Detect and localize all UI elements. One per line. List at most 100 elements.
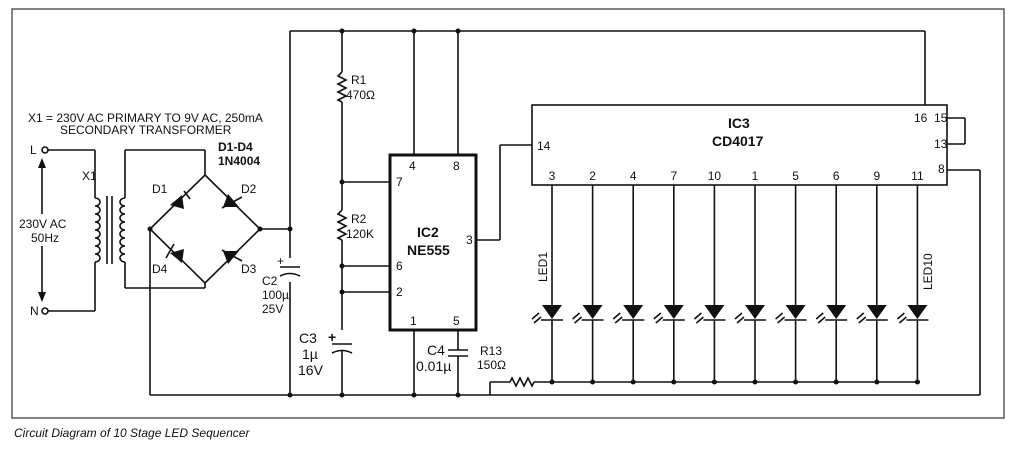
resistor-r1: R1 470Ω xyxy=(336,31,375,182)
ic3-output-pin-label: 4 xyxy=(630,169,637,183)
ic3-output-pin-label: 10 xyxy=(708,169,722,183)
ic2-ne555: 4 8 7 6 2 3 1 5 IC2 NE555 xyxy=(388,31,532,395)
input-frequency-label: 50Hz xyxy=(31,231,59,245)
led-light-arrow xyxy=(775,312,784,320)
junction-dot xyxy=(630,379,636,385)
ic2-pin-6: 6 xyxy=(396,259,403,273)
junction-dot xyxy=(833,379,839,385)
ic2-pin-4: 4 xyxy=(409,159,416,173)
led-light-arrow xyxy=(655,316,664,324)
diagram-caption: Circuit Diagram of 10 Stage LED Sequence… xyxy=(14,426,250,440)
ic3-pin-8: 8 xyxy=(938,162,945,176)
led-diode xyxy=(785,305,806,319)
junction-dot xyxy=(874,379,880,385)
resistor-r2: R2 120K xyxy=(336,182,374,330)
led-light-arrow xyxy=(736,316,745,324)
ic2-part: NE555 xyxy=(407,242,450,258)
bridge-rectifier: D1-D4 1N4004 D1 D2 D4 D3 xyxy=(147,140,263,285)
led-light-arrow xyxy=(858,316,867,324)
led-last-label: LED10 xyxy=(921,253,935,290)
led-diode xyxy=(907,305,928,319)
junction-dot xyxy=(590,379,596,385)
input-voltage-label: 230V AC xyxy=(19,217,67,231)
d2-label: D2 xyxy=(241,182,257,196)
led-light-arrow xyxy=(533,316,542,324)
ic2-name: IC2 xyxy=(417,224,439,240)
r2-value: 120K xyxy=(346,227,374,241)
ic3-output-pin-label: 6 xyxy=(833,169,840,183)
led-array xyxy=(531,185,929,385)
c3-value: 1µ xyxy=(302,346,318,362)
c2-voltage: 25V xyxy=(262,302,283,316)
capacitor-c3: + C3 1µ 16V xyxy=(298,329,353,395)
led-light-arrow xyxy=(777,316,786,324)
c3-name: C3 xyxy=(299,330,317,346)
led-light-arrow xyxy=(695,316,704,324)
ic3-part: CD4017 xyxy=(712,133,764,149)
ic2-pin-8: 8 xyxy=(453,159,460,173)
ac-input: L N 230V AC 50Hz xyxy=(17,143,96,318)
junction-dot xyxy=(793,379,799,385)
c2-plus: + xyxy=(277,254,284,268)
led-light-arrow xyxy=(531,312,540,320)
led-diode xyxy=(704,305,725,319)
c4-name: C4 xyxy=(427,342,445,358)
ic3-pin-14: 14 xyxy=(537,139,551,153)
terminal-l-label: L xyxy=(30,143,37,157)
led-light-arrow xyxy=(815,312,824,320)
junction-dot xyxy=(549,379,555,385)
led-light-arrow xyxy=(653,312,662,320)
capacitor-c4: C4 0.01µ xyxy=(416,342,468,395)
led-light-arrow xyxy=(898,316,907,324)
ic3-pin-16: 16 xyxy=(914,111,928,125)
r1-name: R1 xyxy=(351,73,367,87)
ic2-pin-2: 2 xyxy=(396,285,403,299)
ic3-output-pin-label: 3 xyxy=(549,169,556,183)
ic3-output-pin-label: 11 xyxy=(911,169,924,183)
led-light-arrow xyxy=(734,312,743,320)
led-diode xyxy=(826,305,847,319)
led-first-label: LED1 xyxy=(536,252,550,282)
resistor-r13: R13 150Ω xyxy=(477,344,920,395)
led-light-arrow xyxy=(693,312,702,320)
r13-name: R13 xyxy=(480,344,502,358)
c4-value: 0.01µ xyxy=(416,358,451,374)
led-light-arrow xyxy=(856,312,865,320)
c2-value: 100µ xyxy=(262,288,289,302)
junction-dot xyxy=(711,379,717,385)
led-diode xyxy=(623,305,644,319)
ic2-pin-5: 5 xyxy=(453,314,460,328)
ic3-output-pin-label: 1 xyxy=(752,169,759,183)
ic3-name: IC3 xyxy=(728,115,750,131)
led-light-arrow xyxy=(614,316,623,324)
led-diode xyxy=(663,305,684,319)
ic2-pin-7: 7 xyxy=(396,175,403,189)
junction-dot xyxy=(752,379,758,385)
ic2-pin-1: 1 xyxy=(410,314,417,328)
ic3-output-pin-label: 2 xyxy=(589,169,596,183)
ic3-output-pin-label: 9 xyxy=(873,169,880,183)
capacitor-c2: + C2 100µ 25V xyxy=(262,254,301,316)
led-diode xyxy=(745,305,765,319)
led-light-arrow xyxy=(896,312,905,320)
bridge-part: 1N4004 xyxy=(218,154,260,168)
transformer-note-line2: SECONDARY TRANSFORMER xyxy=(60,123,232,137)
led-light-arrow xyxy=(574,316,583,324)
d1-label: D1 xyxy=(152,182,168,196)
ic3-pin-15: 15 xyxy=(934,111,948,125)
transformer-note-line1: X1 = 230V AC PRIMARY TO 9V AC, 250mA xyxy=(28,111,263,125)
junction-dot xyxy=(914,379,920,385)
r13-value: 150Ω xyxy=(477,358,506,372)
led-light-arrow xyxy=(572,312,581,320)
d4-label: D4 xyxy=(152,262,168,276)
d3-label: D3 xyxy=(241,262,257,276)
led-diode xyxy=(582,305,603,319)
ic3-output-pin-label: 5 xyxy=(792,169,799,183)
led-diode xyxy=(542,305,562,319)
c3-voltage: 16V xyxy=(298,362,324,378)
junction-dot xyxy=(671,379,677,385)
led-light-arrow xyxy=(817,316,826,324)
bridge-title: D1-D4 xyxy=(218,140,253,154)
ic3-pin-13: 13 xyxy=(934,137,948,151)
